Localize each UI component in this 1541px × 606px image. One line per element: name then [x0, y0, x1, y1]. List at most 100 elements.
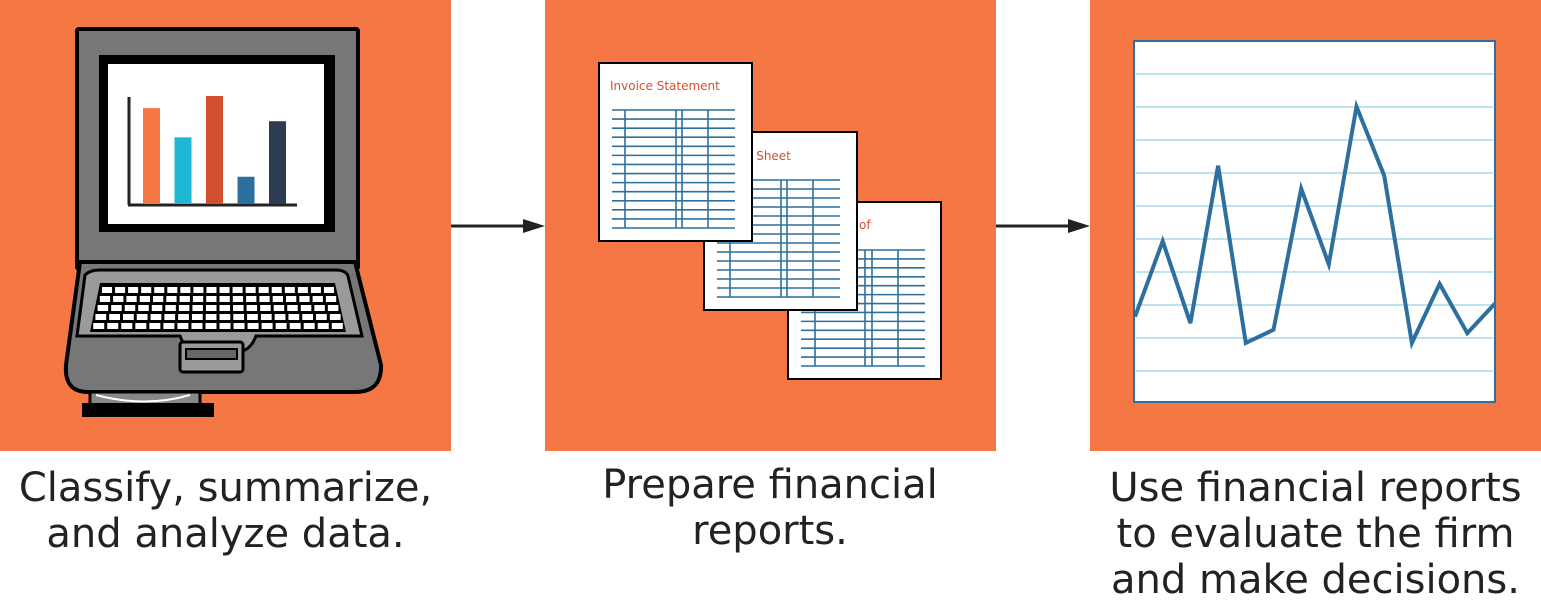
key — [261, 323, 273, 329]
key — [260, 305, 271, 311]
key — [219, 314, 231, 320]
key — [232, 296, 244, 302]
key — [154, 287, 165, 293]
key — [327, 305, 339, 311]
screen-bar — [174, 137, 192, 204]
key — [126, 296, 137, 302]
key — [167, 287, 178, 293]
key — [138, 305, 149, 311]
step-3-panel — [1090, 0, 1541, 451]
key — [99, 296, 111, 302]
key — [206, 296, 217, 302]
key — [316, 314, 327, 320]
key — [247, 323, 259, 329]
key — [109, 314, 120, 320]
key — [329, 314, 341, 320]
key — [107, 323, 119, 329]
key — [124, 305, 136, 311]
key — [205, 314, 217, 320]
line-chart-icon — [1133, 40, 1497, 403]
laptop-icon — [63, 27, 384, 417]
key — [135, 323, 147, 329]
key — [273, 305, 285, 311]
arrow-icon — [996, 219, 1090, 233]
key — [233, 323, 245, 329]
key — [297, 287, 308, 293]
key — [260, 314, 272, 320]
key — [136, 314, 148, 320]
key — [219, 323, 231, 329]
key — [303, 323, 315, 329]
step-2-panel: ofs e Sheet Invoice Statement — [545, 0, 996, 451]
key — [191, 314, 203, 320]
key — [323, 287, 334, 293]
key — [121, 323, 133, 329]
key — [219, 287, 230, 293]
key — [247, 314, 258, 320]
key — [115, 287, 126, 293]
key — [139, 296, 150, 302]
key — [205, 305, 217, 311]
key — [93, 323, 105, 329]
screen-bar — [237, 176, 255, 204]
key — [102, 287, 113, 293]
document-1-title: Invoice Statement — [610, 79, 720, 93]
key — [163, 323, 175, 329]
key — [178, 305, 190, 311]
key — [177, 323, 189, 329]
key — [258, 287, 269, 293]
screen-bar-chart — [143, 96, 286, 204]
step-2-caption: Prepare financial reports. — [602, 462, 938, 554]
key — [287, 305, 298, 311]
key — [232, 287, 243, 293]
key — [149, 323, 161, 329]
key — [275, 323, 287, 329]
key — [150, 314, 162, 320]
key — [192, 305, 203, 311]
arrow-icon — [451, 219, 545, 233]
screen-bar — [269, 121, 286, 204]
key — [111, 305, 122, 311]
key — [165, 305, 176, 311]
key — [314, 305, 325, 311]
key — [272, 296, 283, 302]
key — [310, 287, 321, 293]
chart-series-line — [1133, 99, 1497, 350]
key — [219, 296, 230, 302]
key — [233, 305, 244, 311]
screen-bar — [143, 108, 160, 204]
key — [312, 296, 323, 302]
key — [246, 305, 258, 311]
key — [151, 305, 163, 311]
key — [179, 296, 190, 302]
key — [245, 287, 256, 293]
key — [153, 296, 164, 302]
key — [205, 323, 217, 329]
key — [284, 287, 295, 293]
document-2-title: e Sheet — [745, 149, 791, 163]
key — [325, 296, 337, 302]
document-1: Invoice Statement — [598, 62, 753, 242]
key — [219, 305, 231, 311]
key — [128, 287, 139, 293]
keyboard — [93, 287, 343, 329]
key — [166, 296, 177, 302]
key — [191, 323, 203, 329]
key — [288, 314, 300, 320]
key — [331, 323, 343, 329]
key — [289, 323, 301, 329]
screen-bar — [206, 96, 223, 204]
key — [274, 314, 286, 320]
key — [95, 314, 107, 320]
key — [302, 314, 314, 320]
key — [178, 314, 189, 320]
key — [97, 305, 109, 311]
key — [141, 287, 152, 293]
key — [233, 314, 245, 320]
key — [300, 305, 312, 311]
key — [192, 296, 204, 302]
step-3-caption: Use financial reports to evaluate the fi… — [1109, 465, 1522, 603]
key — [113, 296, 124, 302]
step-1-panel — [0, 0, 451, 451]
key — [122, 314, 134, 320]
